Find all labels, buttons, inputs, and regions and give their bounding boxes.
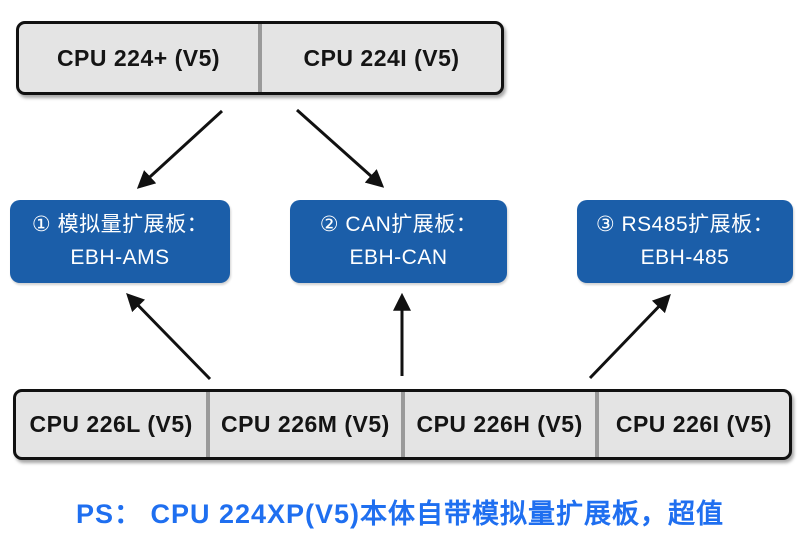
arrow-top-to-ams	[136, 109, 224, 189]
ps-note: PS： CPU 224XP(V5)本体自带模拟量扩展板，超值	[75, 499, 725, 529]
cpu-cell-226l: CPU 226L (V5)	[29, 411, 193, 437]
board-ebh-485-title: ③ RS485扩展板：	[595, 212, 775, 236]
cpu-cell-226m: CPU 226M (V5)	[206, 392, 401, 457]
cpu-cell-226h: CPU 226H (V5)	[400, 392, 595, 457]
board-ebh-can-title: ② CAN扩展板：	[319, 212, 478, 236]
arrow-bottom-to-ams	[126, 292, 212, 381]
board-ebh-can: ② CAN扩展板： EBH-CAN	[290, 200, 507, 283]
board-ebh-ams-model: EBH-AMS	[70, 245, 170, 269]
board-ebh-ams-title: ① 模拟量扩展板：	[31, 212, 209, 236]
cpu-cell-226i: CPU 226I (V5)	[594, 392, 789, 457]
board-ebh-ams: ① 模拟量扩展板： EBH-AMS	[10, 200, 230, 283]
arrow-top-to-can	[296, 108, 385, 188]
arrow-bottom-to-485	[588, 293, 671, 380]
cpu-cell-224plus: CPU 224+ (V5)	[56, 44, 221, 71]
cpu-cell-224i: CPU 224I (V5)	[258, 24, 501, 92]
board-ebh-485: ③ RS485扩展板： EBH-485	[577, 200, 793, 283]
board-ebh-485-model: EBH-485	[640, 245, 730, 269]
board-ebh-can-model: EBH-CAN	[349, 245, 448, 269]
cpu-226-group: CPU 226L (V5) CPU 226M (V5) CPU 226H (V5…	[13, 389, 792, 460]
cpu-224-group: CPU 224+ (V5) CPU 224I (V5)	[16, 21, 504, 95]
